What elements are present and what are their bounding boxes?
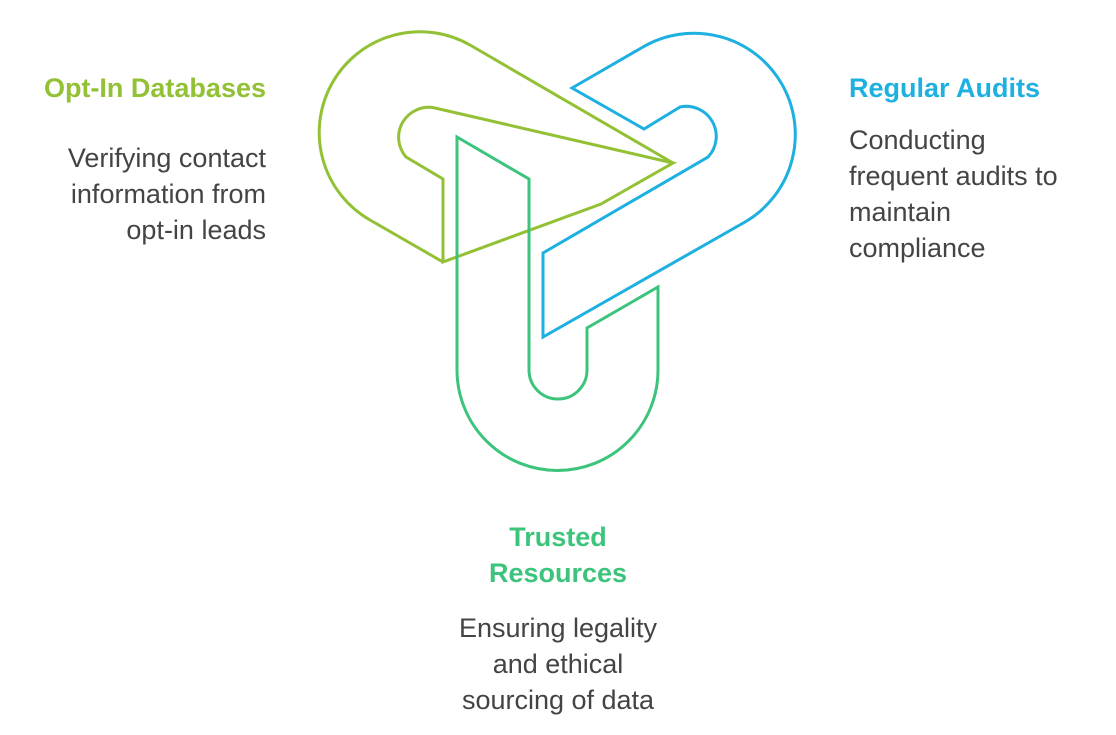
trusted-link-shape bbox=[455, 134, 660, 472]
desc-line: sourcing of data bbox=[461, 685, 655, 715]
desc-line: information from bbox=[70, 179, 266, 209]
title-line: Resources bbox=[488, 558, 628, 588]
trusted-title: Trusted Resources bbox=[428, 519, 688, 591]
opt-in-title: Opt-In Databases bbox=[43, 73, 266, 103]
audits-link-shape bbox=[541, 31, 797, 340]
desc-line: Ensuring legality bbox=[458, 613, 658, 643]
opt-in-link-outline bbox=[317, 30, 674, 264]
audits-title: Regular Audits bbox=[849, 73, 1041, 103]
trusted-description: Ensuring legality and ethical sourcing o… bbox=[408, 610, 708, 718]
desc-line: frequent audits to bbox=[849, 161, 1058, 191]
opt-in-link-shape bbox=[397, 105, 678, 265]
desc-line: Verifying contact bbox=[67, 143, 266, 173]
desc-line: opt-in leads bbox=[126, 215, 266, 245]
desc-line: and ethical bbox=[492, 649, 624, 679]
opt-in-description: Verifying contact information from opt-i… bbox=[6, 140, 266, 248]
desc-line: maintain bbox=[849, 197, 952, 227]
audits-description: Conducting frequent audits to maintain c… bbox=[849, 122, 1109, 266]
desc-line: Conducting bbox=[849, 125, 986, 155]
desc-line: compliance bbox=[849, 233, 986, 263]
title-line: Trusted bbox=[509, 522, 607, 552]
